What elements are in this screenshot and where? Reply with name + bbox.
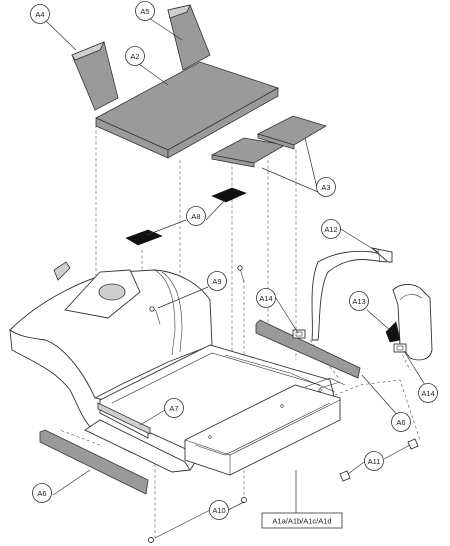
part-a8-patches — [125, 187, 247, 246]
callout-a14-bottom: A14 — [418, 383, 438, 403]
callout-label: A6 — [396, 418, 405, 427]
part-seat-pan — [9, 261, 346, 476]
part-a14-clips — [292, 329, 407, 353]
callout-label: A2 — [130, 52, 139, 61]
callout-a1: A1a/A1b/A1c/A1d — [261, 512, 343, 529]
callout-a3: A3 — [316, 177, 336, 197]
callout-label: A14 — [421, 389, 434, 398]
callout-a10: A10 — [209, 500, 229, 520]
callout-label: A6 — [37, 489, 46, 498]
part-a3-pads — [210, 115, 327, 168]
callout-label: A14 — [259, 294, 272, 303]
callout-a8: A8 — [186, 206, 206, 226]
callout-label: A8 — [191, 212, 200, 221]
callout-a6-right: A6 — [391, 412, 411, 432]
callout-a11: A11 — [364, 451, 384, 471]
part-a4-side-bolster — [71, 41, 119, 111]
part-a2-seat-cushion — [95, 61, 279, 159]
part-a6-trim-left — [39, 429, 149, 495]
callout-label: A12 — [324, 225, 337, 234]
callout-a12: A12 — [321, 219, 341, 239]
callout-label: A13 — [352, 297, 365, 306]
callout-label: A4 — [35, 10, 44, 19]
callout-a14-top: A14 — [256, 288, 276, 308]
callout-a5: A5 — [135, 1, 155, 21]
part-a13-bracket — [385, 284, 433, 361]
part-hardware — [148, 265, 419, 543]
leader-lines — [43, 17, 426, 539]
part-a6-trim-right — [255, 319, 361, 379]
callout-a7: A7 — [164, 398, 184, 418]
part-a7-front-strip — [97, 402, 151, 435]
callout-a13: A13 — [349, 291, 369, 311]
callout-label: A10 — [212, 506, 225, 515]
part-a5-side-bolster — [167, 4, 211, 71]
callout-label: A1a/A1b/A1c/A1d — [272, 517, 331, 526]
callout-label: A11 — [368, 457, 381, 466]
callout-a4: A4 — [30, 4, 50, 24]
callout-label: A3 — [321, 183, 330, 192]
callout-label: A5 — [140, 7, 149, 16]
callout-a2: A2 — [125, 46, 145, 66]
callout-label: A7 — [169, 404, 178, 413]
callout-a9: A9 — [207, 271, 227, 291]
callout-label: A9 — [212, 277, 221, 286]
callout-a6-left: A6 — [32, 483, 52, 503]
